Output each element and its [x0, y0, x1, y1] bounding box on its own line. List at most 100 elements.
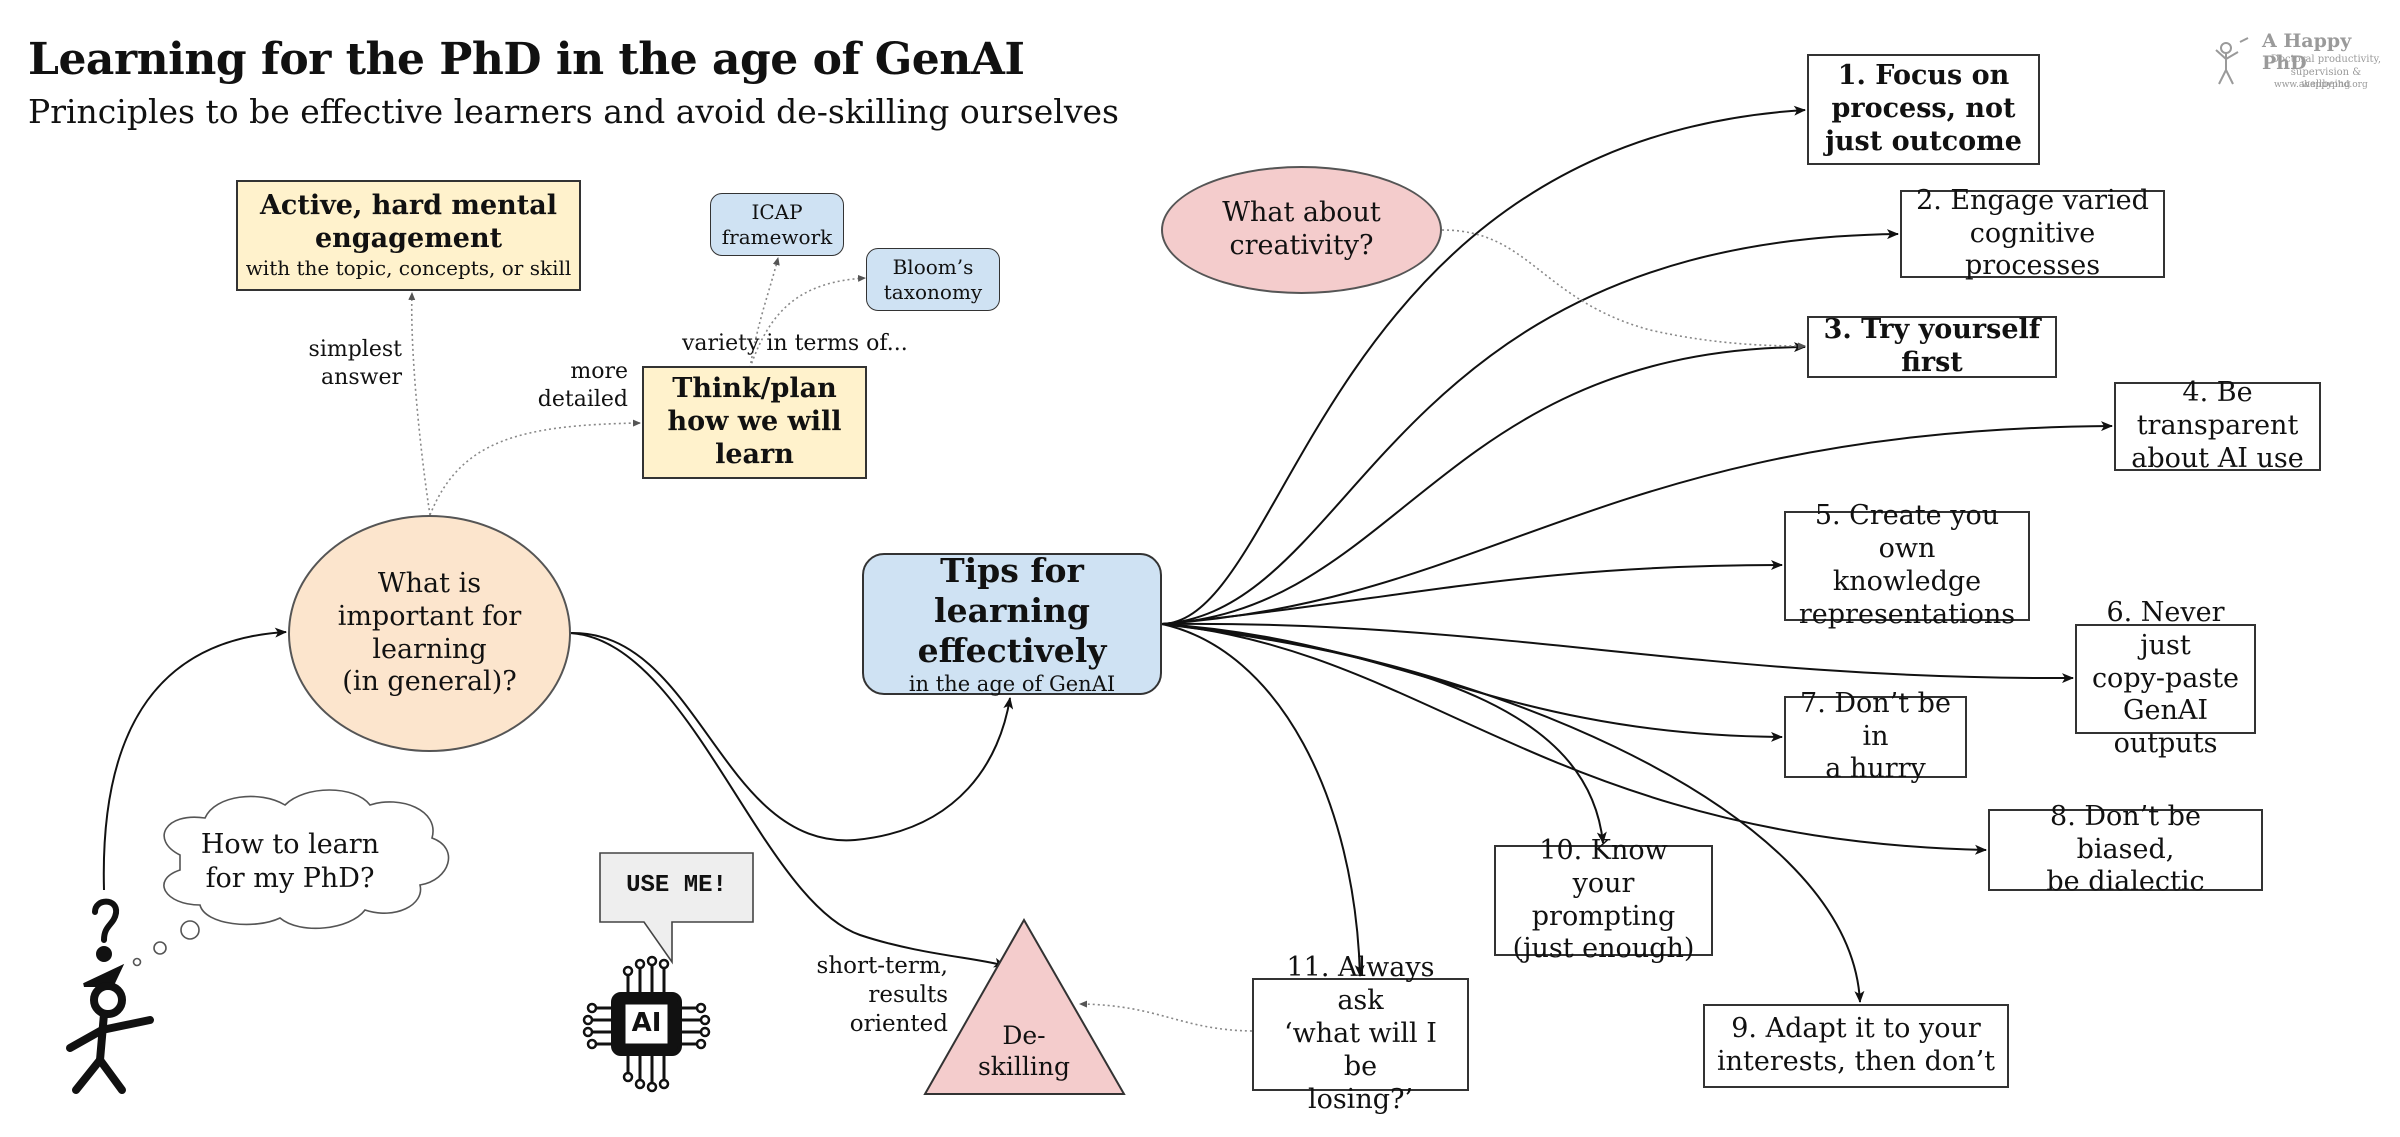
tip-line: process, not	[1831, 93, 2016, 125]
link-tip-5	[1161, 560, 1783, 625]
deskilling-line: skilling	[977, 1052, 1071, 1082]
tip-line: losing?’	[1307, 1083, 1414, 1115]
tip-line: GenAI outputs	[2113, 695, 2218, 760]
link-tip-3	[1161, 342, 1806, 625]
think-box-line: how we will	[667, 406, 842, 438]
active-box-sub: with the topic, concepts, or skill	[245, 256, 572, 281]
deskilling-line: De-	[1002, 1021, 1046, 1050]
creativity-line: What about	[1222, 197, 1381, 229]
link-bloom	[749, 274, 866, 369]
tip-line: 5. Create you own	[1814, 500, 2000, 565]
tip-line: interests, then don’t	[1716, 1046, 1995, 1077]
detailed-label-line: detailed	[537, 386, 628, 412]
question-line: (in general)?	[342, 666, 517, 698]
bloom-line: Bloom’s	[892, 255, 974, 280]
link-tip-6	[1161, 622, 2074, 684]
tip-10-box: 10. Know your prompting (just enough)	[1494, 835, 1713, 964]
thought-cloud-text: How to learn for my PhD?	[200, 829, 380, 894]
tip-3-box: 3. Try yourself first	[1807, 314, 2057, 378]
link-tip11-to-deskilling	[1079, 1000, 1253, 1032]
tip-line: 2. Engage varied	[1916, 184, 2149, 216]
question-line: learning	[372, 633, 487, 665]
ai-speech-bubble	[599, 852, 754, 965]
annotation-line: oriented	[849, 1010, 948, 1037]
tip-8-box: 8. Don’t be biased, be dialectic	[1988, 801, 2263, 897]
icap-line: ICAP	[751, 200, 803, 225]
bloom-line: taxonomy	[883, 279, 983, 304]
link-tip-11	[1161, 623, 1365, 977]
simplest-answer-label: simplest answer	[300, 336, 402, 391]
tip-line: 1. Focus on	[1837, 60, 2010, 92]
icap-line: framework	[721, 224, 833, 249]
link-simplest	[408, 292, 431, 516]
what-is-important-node: What is important for learning (in gener…	[288, 515, 571, 752]
tip-line: knowledge	[1832, 566, 1982, 597]
stick-figure-juggling-icon	[2215, 37, 2249, 85]
tip-9-box: 9. Adapt it to your interests, then don’…	[1703, 1004, 2009, 1088]
simplest-label-line: answer	[321, 364, 402, 390]
center-title-2: effectively	[917, 631, 1107, 671]
question-line: What is	[377, 567, 482, 599]
question-line: important for	[337, 600, 522, 632]
tip-line: copy-paste	[2091, 662, 2240, 694]
link-tip-9	[1161, 623, 1865, 1003]
tip-line: ‘what will I be	[1284, 1018, 1437, 1082]
deskilling-triangle	[923, 917, 1126, 1095]
tip-line: be dialectic	[2046, 866, 2205, 898]
logo-url: www.ahappyphd.org	[2274, 80, 2368, 90]
use-me-text: USE ME!	[626, 872, 727, 899]
tip-7-box: 7. Don’t be in a hurry	[1784, 688, 1967, 784]
confused-student-icon	[66, 898, 154, 1094]
link-question-to-deskilling	[569, 632, 1006, 968]
active-box-title-1: Active, hard mental	[259, 190, 557, 222]
active-box-title-2: engagement	[314, 223, 503, 255]
link-person-to-question	[102, 627, 287, 891]
icap-framework-box: ICAP framework	[710, 193, 844, 256]
tips-center-node: Tips for learning effectively in the age…	[862, 551, 1162, 696]
center-sub: in the age of GenAI	[908, 671, 1116, 696]
page-subtitle: Principles to be effective learners and …	[28, 92, 1119, 131]
link-detailed	[429, 419, 641, 516]
think-plan-box: Think/plan how we will learn	[642, 366, 867, 479]
link-question-to-tips	[569, 631, 1014, 842]
link-tip-10	[1161, 623, 1607, 844]
more-detailed-label: more detailed	[520, 358, 628, 413]
think-box-line: Think/plan	[672, 373, 837, 405]
creativity-node: What about creativity?	[1161, 166, 1442, 294]
simplest-label-line: simplest	[308, 337, 402, 362]
tip-line: representations	[1798, 598, 2016, 630]
tip-11-box: 11. Always ask ‘what will I be losing?’	[1252, 952, 1469, 1115]
link-tip-8	[1161, 623, 1987, 855]
tip-line: 10. Know your	[1539, 834, 1668, 899]
annotation-line: results	[868, 981, 948, 1008]
tip-6-box: 6. Never just copy-paste GenAI outputs	[2075, 597, 2256, 759]
tip-line: prompting	[1531, 900, 1676, 932]
tip-line: 7. Don’t be in	[1800, 687, 1951, 752]
ai-chip-label: AI	[631, 1008, 662, 1038]
link-tip-4	[1161, 421, 2113, 625]
page-title: Learning for the PhD in the age of GenAI	[28, 34, 1025, 85]
active-engagement-box: Active, hard mental engagement with the …	[236, 180, 581, 291]
link-tip-2	[1161, 229, 1899, 625]
logo-tagline: Doctoral productivity, supervision & wel…	[2270, 54, 2382, 90]
tip-2-box: 2. Engage varied cognitive processes	[1900, 185, 2165, 281]
tip-line: about AI use	[2131, 442, 2304, 474]
short-term-annotation: short-term, results oriented	[800, 952, 948, 1038]
detailed-label-line: more	[570, 359, 628, 384]
deskilling-label: De- skilling	[974, 1020, 1074, 1083]
tip-line: just outcome	[1825, 125, 2022, 157]
tip-line: 4. Be transparent	[2136, 377, 2299, 442]
blooms-taxonomy-box: Bloom’s taxonomy	[866, 248, 1000, 311]
tip-1-box: 1. Focus on process, not just outcome	[1807, 54, 2040, 165]
tip-line: a hurry	[1825, 753, 1926, 785]
creativity-line: creativity?	[1229, 230, 1374, 261]
logo-name: A Happy PhD	[2262, 30, 2352, 74]
tip-5-box: 5. Create you own knowledge representati…	[1784, 500, 2030, 630]
think-box-line: learn	[715, 438, 794, 470]
variety-label: variety in terms of...	[682, 331, 908, 356]
tip-line: (just enough)	[1512, 933, 1695, 965]
tip-line: 8. Don’t be biased,	[2050, 800, 2201, 865]
link-creativity-to-tip3	[1441, 229, 1806, 350]
tip-line: 3. Try yourself first	[1823, 314, 2041, 378]
